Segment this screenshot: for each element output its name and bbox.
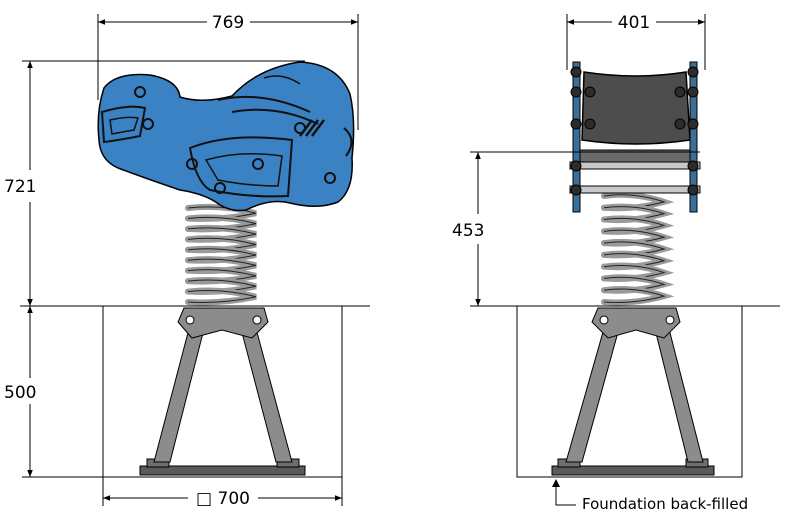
side-view: 769 721 500 □ 700 [4,13,370,509]
side-frame-head [177,307,269,339]
side-leg-left [153,324,206,463]
front-bolt-icon [687,66,699,78]
front-frame-bolt-right [665,315,675,325]
front-bolt-icon [584,86,596,98]
front-bolt-icon [570,118,582,130]
dim-front-height: 453 [452,221,484,241]
dim-foundation-depth: 500 [4,383,36,403]
front-rod-right [689,61,698,213]
front-spring-coil-outline [603,288,666,304]
front-frame-head [591,307,681,339]
front-spring [601,191,675,306]
side-seat-bolt-7 [324,172,336,184]
front-bolt-icon [570,86,582,98]
side-seat-line-3 [263,75,301,85]
front-bolt-icon [584,118,596,130]
side-spring-coil [185,287,257,306]
dim-foundation-width: □ 700 [196,489,250,509]
side-spring [185,203,257,306]
side-seat-handle-front-inner [204,153,283,187]
front-bolt-icon [687,184,699,196]
side-spring-coil-outline [187,290,257,303]
front-frame-bolt-left [599,315,609,325]
dim-side-width: 769 [212,13,244,33]
side-seat-bolt-6 [214,182,226,194]
front-seat-body [581,71,691,145]
side-seat-handle-rear-inner [109,116,139,135]
front-bolt-icon [570,66,582,78]
front-bolt-icon [674,86,686,98]
front-bolt-icon [570,184,582,196]
dim-side-height: 721 [4,177,36,197]
side-leg-right [239,324,293,463]
front-leg-right [653,324,704,463]
front-seat-bolts [570,66,699,196]
side-seat-bolt-2 [142,118,154,130]
side-foundation-pit [102,306,343,478]
foundation-note: Foundation back-filled [582,495,748,511]
dim-front-width: 401 [618,13,650,33]
side-seat-bolt-5 [294,122,306,134]
front-bolt-icon [674,118,686,130]
front-foundation-pit [516,306,743,478]
side-seat-handle-front [188,136,294,198]
side-seat-nose [343,127,353,157]
side-base-plate [139,465,306,476]
front-bolt-icon [570,160,582,172]
side-seat-bolt-1 [134,86,146,98]
side-frame-bolt-right [252,315,262,325]
side-seat-bolt-3 [186,158,198,170]
side-seat-bolt-4 [252,158,264,170]
front-bolt-icon [687,160,699,172]
front-base-plate [551,465,715,476]
front-bracket-bar-top [569,161,701,170]
front-spring-coil [601,286,675,306]
front-bolt-icon [687,118,699,130]
foundation-note-leader [555,486,576,506]
front-bracket-bar-bottom [569,185,701,194]
side-seat-grip-2 [305,119,319,137]
side-seat-grip-3 [311,119,325,137]
front-rod-left [572,61,581,213]
front-leg-left [565,324,621,463]
foundation-note-arrow [552,479,560,487]
side-seat-handle-rear [100,105,147,144]
side-seat-line-2 [231,108,319,125]
front-view: 401 453 Foundation back-filled [452,13,780,511]
side-seat-line-1 [217,95,311,113]
front-bolt-icon [687,86,699,98]
side-frame-bolt-left [185,315,195,325]
